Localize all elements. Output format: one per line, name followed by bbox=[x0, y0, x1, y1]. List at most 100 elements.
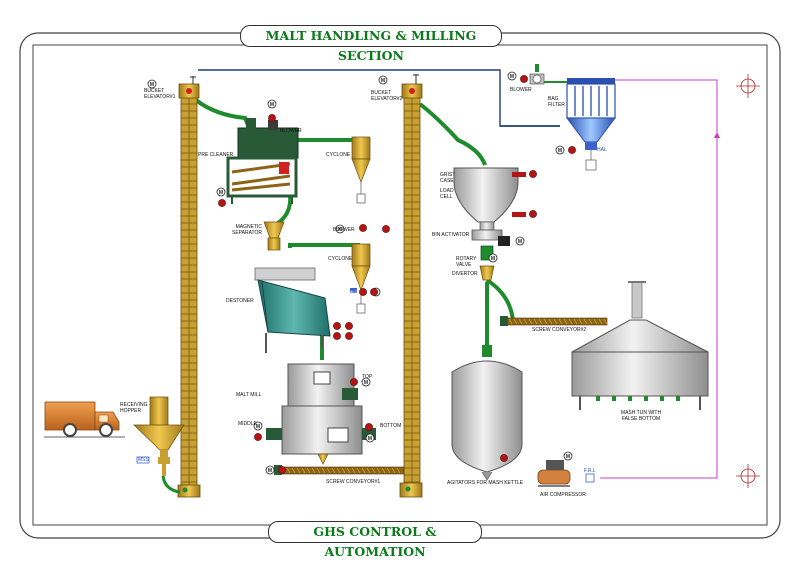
label-load-cell: LOAD CELL bbox=[440, 188, 454, 200]
label-rotary-valve: ROTARY VALVE bbox=[456, 256, 477, 268]
motor-symbol: M bbox=[335, 224, 345, 234]
motor-symbol: M bbox=[555, 145, 565, 155]
motor-symbol: M bbox=[563, 451, 573, 461]
svg-text:M: M bbox=[338, 227, 342, 233]
status-indicator bbox=[529, 210, 537, 218]
motor-symbol: M bbox=[361, 377, 371, 387]
label-blower-1: BLOWER bbox=[280, 128, 302, 134]
label-agitators: AGITATORS FOR MASH KETTLE bbox=[447, 480, 524, 486]
label-pre-cleaner: PRE CLEANER bbox=[198, 152, 234, 158]
receiving-hopper bbox=[133, 396, 185, 494]
label-diverter: DIVERTOR bbox=[452, 271, 478, 277]
svg-text:M: M bbox=[566, 454, 570, 460]
motor-symbol: M bbox=[216, 187, 226, 197]
label-cyclone-1: CYCLONE bbox=[326, 152, 351, 158]
status-indicator bbox=[278, 466, 286, 474]
label-frl: F.R.L bbox=[584, 468, 596, 474]
outer-frame bbox=[19, 32, 781, 539]
label-receiving-hopper: RECEIVING HOPPER bbox=[120, 402, 148, 414]
status-indicator bbox=[254, 433, 262, 441]
mash-tun bbox=[571, 281, 709, 410]
label-bucket-elevator-1: BUCKET ELEVATOR#1 bbox=[144, 88, 176, 100]
svg-text:M: M bbox=[368, 436, 372, 442]
grist-case bbox=[453, 167, 526, 231]
label-destoner: DESTONER bbox=[226, 298, 254, 304]
label-mash-tun: MASH TUN WITH FALSE BOTTOM bbox=[620, 410, 662, 422]
screw-conveyor-2 bbox=[500, 316, 608, 326]
motor-symbol: M bbox=[488, 253, 498, 263]
svg-text:M: M bbox=[219, 190, 223, 196]
blower-3 bbox=[529, 64, 545, 85]
status-indicator bbox=[268, 114, 276, 122]
status-indicator bbox=[333, 332, 341, 340]
label-mss: MSS bbox=[138, 457, 149, 463]
label-cyclone-2: CYCLONE bbox=[328, 256, 353, 262]
label-grist-case: GRIST CASE bbox=[440, 172, 456, 184]
bucket-elevator-1 bbox=[177, 76, 201, 498]
svg-text:M: M bbox=[491, 256, 495, 262]
compressed-air-line bbox=[590, 79, 718, 479]
motor-symbol: M bbox=[507, 71, 517, 81]
label-air-compressor: AIR COMPRESSOR bbox=[540, 492, 586, 498]
bag-filter bbox=[566, 78, 616, 171]
status-indicator bbox=[350, 378, 358, 386]
status-indicator bbox=[520, 75, 528, 83]
malt-truck bbox=[44, 401, 125, 438]
cyclone-2 bbox=[350, 243, 371, 314]
registration-mark-bottom bbox=[736, 464, 760, 488]
svg-text:M: M bbox=[268, 468, 272, 474]
motor-symbol: M bbox=[267, 99, 277, 109]
motor-symbol: M bbox=[265, 465, 275, 475]
bucket-elevator-2 bbox=[399, 74, 423, 498]
status-indicator bbox=[529, 170, 537, 178]
status-indicator bbox=[359, 288, 367, 296]
screw-conveyor-1 bbox=[274, 465, 405, 475]
header-title: MALT HANDLING & MILLING SECTION bbox=[265, 28, 477, 63]
status-indicator bbox=[345, 332, 353, 340]
status-indicator bbox=[370, 288, 378, 296]
svg-text:M: M bbox=[364, 380, 368, 386]
label-blower-3: BLOWER bbox=[510, 87, 532, 93]
air-line-arrow bbox=[714, 132, 720, 138]
label-hal: HAL bbox=[597, 147, 607, 153]
svg-text:M: M bbox=[150, 82, 154, 88]
bin-activator bbox=[471, 229, 510, 246]
footer-banner: GHS CONTROL & AUTOMATION bbox=[268, 521, 482, 559]
label-bucket-elevator-2: BUCKET ELEVATOR#2 bbox=[371, 90, 403, 102]
label-mlc: MLC bbox=[349, 289, 358, 294]
status-indicators bbox=[218, 75, 576, 474]
status-indicator bbox=[568, 146, 576, 154]
status-indicator bbox=[359, 224, 367, 232]
motor-symbol: M bbox=[365, 433, 375, 443]
motor-symbol: M bbox=[253, 421, 263, 431]
label-bin-activator: BIN ACTIVATOR bbox=[432, 232, 470, 238]
magnetic-separator bbox=[263, 221, 285, 251]
svg-text:M: M bbox=[270, 102, 274, 108]
cyclone-1 bbox=[351, 136, 371, 204]
svg-text:M: M bbox=[381, 78, 385, 84]
label-blower-2: BLOWER bbox=[333, 227, 355, 233]
registration-mark-top bbox=[736, 74, 760, 98]
svg-text:M: M bbox=[558, 148, 562, 154]
pre-cleaner bbox=[226, 118, 299, 204]
motor-symbol: M bbox=[515, 236, 525, 246]
status-indicator bbox=[333, 322, 341, 330]
label-malt-mill: MALT MILL bbox=[236, 392, 262, 398]
status-indicator bbox=[345, 322, 353, 330]
footer-title: GHS CONTROL & AUTOMATION bbox=[313, 524, 437, 559]
air-compressor bbox=[537, 460, 595, 487]
label-mill-middle: MIDDLE bbox=[238, 421, 257, 427]
motor-symbol: M bbox=[147, 79, 157, 89]
label-mill-bottom: BOTTOM bbox=[380, 423, 402, 429]
status-indicator bbox=[382, 225, 390, 233]
diverter bbox=[479, 265, 495, 281]
svg-text:M: M bbox=[518, 239, 522, 245]
status-indicator bbox=[500, 454, 508, 462]
mash-kettle bbox=[451, 345, 523, 481]
label-mill-top: TOP bbox=[362, 374, 373, 380]
label-magnetic-separator: MAGNETIC SEPARATOR bbox=[231, 224, 262, 236]
header-banner: MALT HANDLING & MILLING SECTION bbox=[240, 25, 502, 63]
svg-text:M: M bbox=[256, 424, 260, 430]
